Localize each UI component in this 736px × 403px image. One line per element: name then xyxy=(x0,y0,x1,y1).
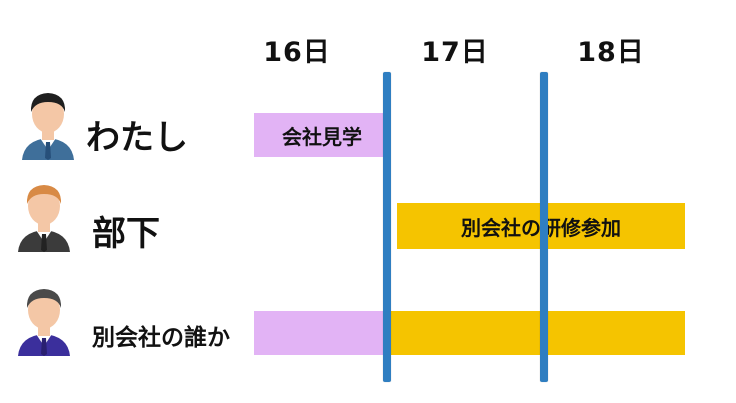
day-header-18: 18日 xyxy=(577,37,645,68)
person-avatar-icon xyxy=(18,185,70,252)
day-header-16: 16日 xyxy=(263,37,331,68)
bar-company-visit-label: 会社見学 xyxy=(282,124,362,149)
bar-company-visit: 会社見学 xyxy=(254,113,390,157)
person-name-subordinate: 部下 xyxy=(92,214,160,254)
person-avatar-icon xyxy=(22,93,74,160)
person-name-other-company: 別会社の誰か xyxy=(92,325,230,351)
bar-other-purple xyxy=(254,311,390,355)
divider-16-17 xyxy=(383,72,391,382)
person-name-watashi: わたし xyxy=(86,118,188,158)
divider-17-18 xyxy=(540,72,548,382)
person-avatar-icon xyxy=(18,289,70,356)
bar-other-yellow xyxy=(390,311,685,355)
day-header-17: 17日 xyxy=(421,37,489,68)
